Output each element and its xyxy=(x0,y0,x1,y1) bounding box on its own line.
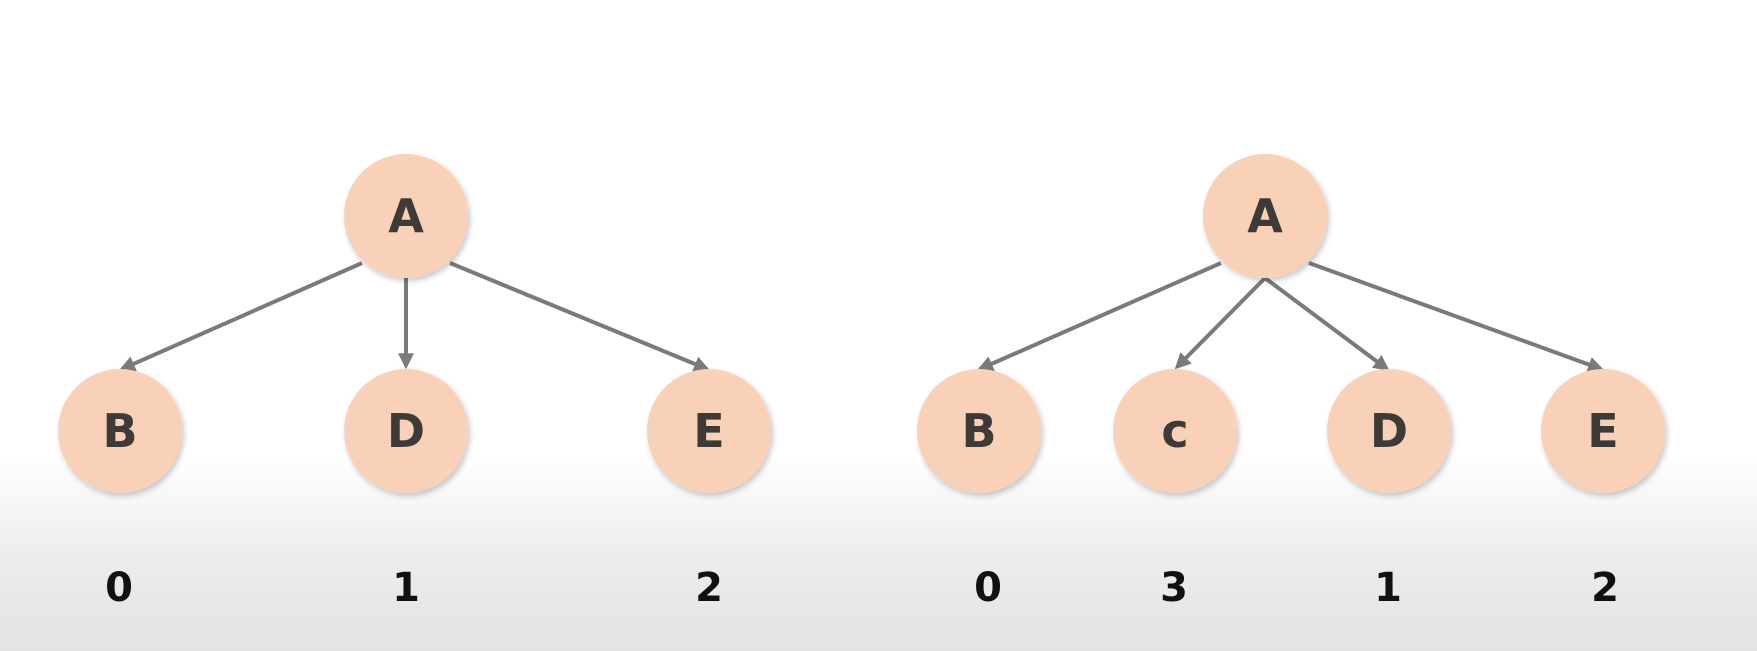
index-label-b: 0 xyxy=(974,565,1002,611)
edge-a-b xyxy=(977,261,1222,372)
edge-a-e xyxy=(1308,261,1605,373)
index-label-b: 0 xyxy=(105,565,133,611)
node-d: D xyxy=(344,369,468,493)
node-label: D xyxy=(387,404,425,458)
node-e: E xyxy=(647,369,771,493)
node-label: B xyxy=(961,404,996,458)
node-label: E xyxy=(1587,404,1618,458)
node-c: c xyxy=(1113,369,1237,493)
node-label: A xyxy=(388,189,424,243)
node-b: B xyxy=(58,369,182,493)
node-label: B xyxy=(102,404,137,458)
index-label-e: 2 xyxy=(1591,565,1619,611)
node-label: E xyxy=(693,404,724,458)
index-label-d: 1 xyxy=(392,565,420,611)
node-label: A xyxy=(1247,189,1283,243)
node-a: A xyxy=(1203,154,1327,278)
index-label-e: 2 xyxy=(695,565,723,611)
edge-a-c xyxy=(1174,276,1267,370)
edge-a-d xyxy=(1263,276,1390,371)
index-label-d: 1 xyxy=(1374,565,1402,611)
edge-a-e xyxy=(449,261,710,372)
tree-right: A B c D E 0 3 1 2 xyxy=(917,154,1665,611)
node-d: D xyxy=(1327,369,1451,493)
index-label-c: 3 xyxy=(1160,565,1188,611)
edge-a-b xyxy=(119,261,363,372)
node-a: A xyxy=(344,154,468,278)
node-b: B xyxy=(917,369,1041,493)
node-label: c xyxy=(1161,404,1188,458)
tree-left: A B D E 0 1 2 xyxy=(58,154,771,611)
node-label: D xyxy=(1370,404,1408,458)
node-e: E xyxy=(1541,369,1665,493)
